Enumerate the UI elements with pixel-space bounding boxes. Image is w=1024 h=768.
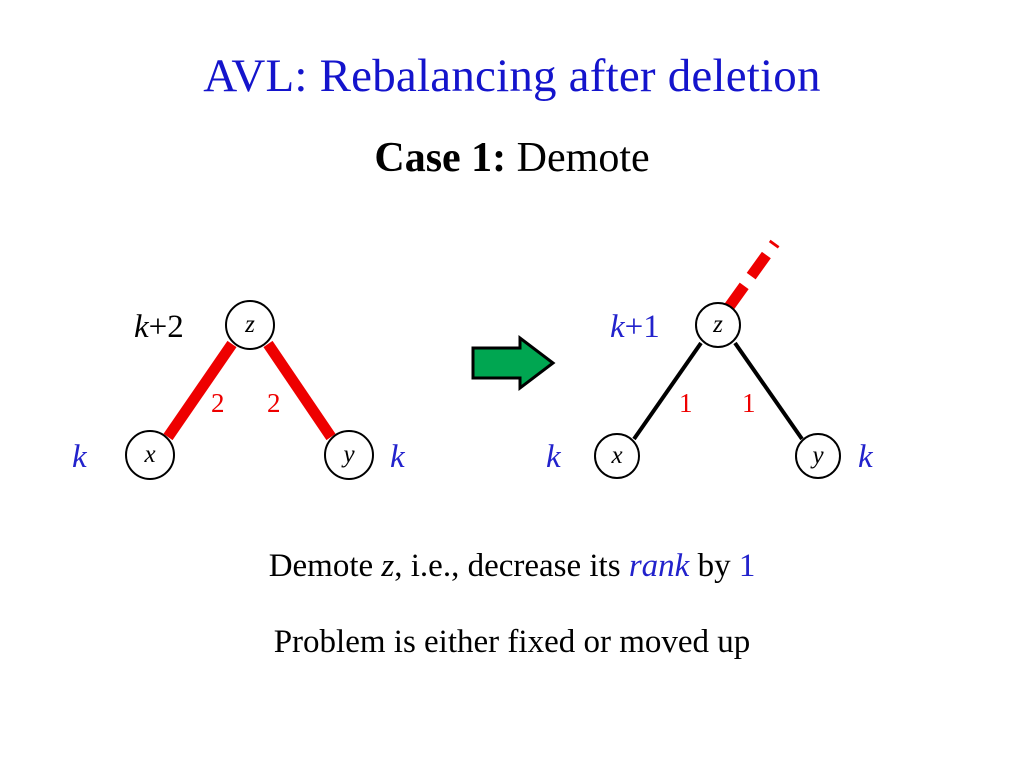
left-tree-left-edge-weight: 2 [211,388,225,418]
right-tree-node-y-label: y [812,441,824,469]
left-tree-right-edge-weight: 2 [267,388,281,418]
left-tree-node-z-label: z [245,310,255,338]
right-tree-left-edge-weight: 1 [679,388,693,418]
right-tree-root-rank-label: k+1 [610,311,660,344]
right-tree-right-edge-weight: 1 [742,388,756,418]
left-tree-root-rank-suffix: +2 [148,309,184,345]
left-tree-root-rank-k: k [134,309,149,345]
right-tree-y-rank-label: k [858,439,873,475]
left-tree-node-y-label: y [343,440,355,468]
right-tree-node-z-label: z [713,310,723,338]
left-tree-node-x[interactable]: x [125,430,175,480]
right-tree-node-y[interactable]: y [795,433,841,479]
left-tree-x-rank-label: k [72,439,87,475]
caption-1-part-b: , i.e., decrease its [394,548,629,584]
right-tree-parent-edge-dashed [724,239,780,311]
right-tree-node-x-label: x [611,441,623,469]
right-tree-node-z[interactable]: z [695,302,741,348]
left-tree-y-rank-label: k [390,439,405,475]
caption-line-2: Problem is either fixed or moved up [273,624,751,660]
caption-1-amount: 1 [738,548,756,584]
subtitle-action-label: Demote [506,135,650,181]
left-tree-node-y[interactable]: y [324,430,374,480]
caption-1-term-rank: rank [628,548,690,584]
page-title: AVL: Rebalancing after deletion [203,50,821,102]
caption-1-part-c: by [689,548,739,584]
right-tree-x-rank-label: k [546,439,561,475]
page-subtitle: Case 1: Demote [0,136,1024,180]
left-tree-node-x-label: x [144,440,156,468]
left-tree-node-z[interactable]: z [225,300,275,350]
caption-line-1: Demote z, i.e., decrease its rank by 1 [0,548,1024,584]
transform-arrow-icon [471,334,556,392]
left-tree-root-rank-label: k+2 [134,311,184,344]
caption-1-node-z: z [381,548,395,584]
subtitle-case-label: Case 1: [374,135,507,181]
right-tree-node-x[interactable]: x [594,433,640,479]
right-tree-root-rank-k: k [610,309,625,345]
right-tree-root-rank-suffix: +1 [624,309,660,345]
caption-1-part-a: Demote [268,548,382,584]
